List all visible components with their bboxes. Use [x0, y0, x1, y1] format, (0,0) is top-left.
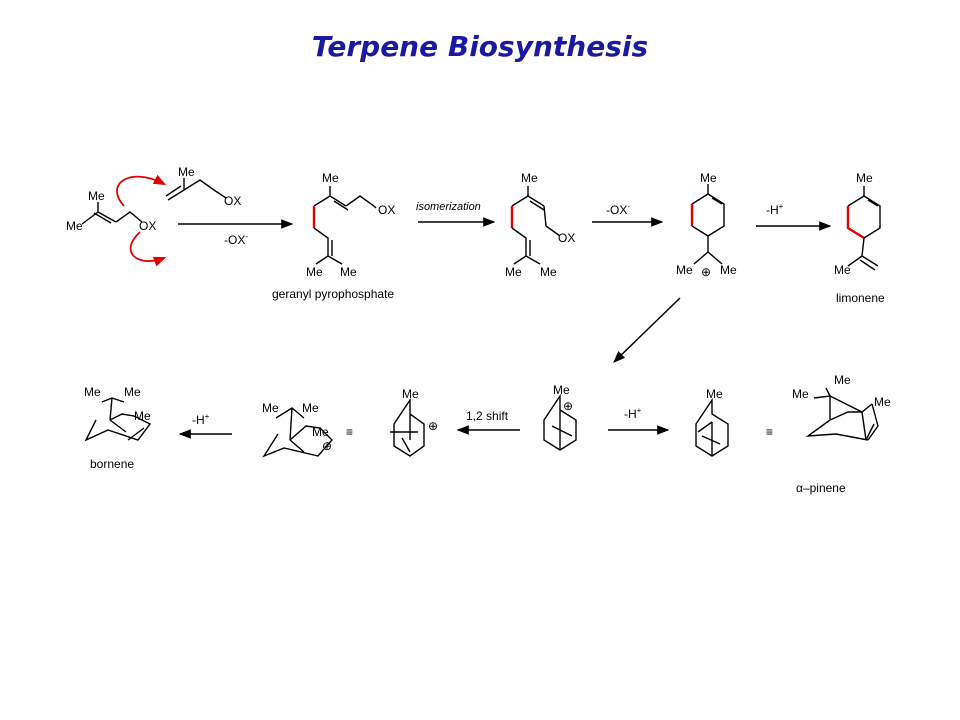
reagent-minus-h-1: -H+ — [766, 202, 784, 217]
neryl-pp-structure: Me OX Me Me — [505, 171, 575, 279]
svg-text:Me: Me — [340, 265, 357, 279]
svg-text:Me: Me — [874, 395, 891, 409]
svg-text:Me: Me — [124, 385, 141, 399]
bornyl-cation-chair-structure: Me ⊕ — [390, 387, 438, 457]
svg-text:Me: Me — [706, 387, 723, 401]
reagent-minus-ox-2: -OX- — [606, 202, 630, 217]
reagent-isomerization: isomerization — [416, 201, 481, 213]
terpinyl-cation-structure: Me Me Me ⊕ — [676, 171, 737, 279]
label-limonene: limonene — [836, 291, 885, 305]
svg-text:⊕: ⊕ — [322, 439, 332, 453]
svg-text:OX: OX — [139, 219, 156, 233]
bornyl-cation-structure: Me Me Me ⊕ — [262, 401, 333, 458]
svg-text:Me: Me — [792, 387, 809, 401]
svg-text:Me: Me — [505, 265, 522, 279]
svg-text:Me: Me — [834, 373, 851, 387]
equiv-sign-2: ≡ — [346, 425, 353, 439]
svg-text:Me: Me — [66, 219, 83, 233]
svg-text:Me: Me — [720, 263, 737, 277]
svg-text:Me: Me — [676, 263, 693, 277]
svg-text:Me: Me — [700, 171, 717, 185]
svg-text:Me: Me — [856, 171, 873, 185]
bornene-structure: Me Me Me — [84, 385, 152, 442]
svg-text:Me: Me — [402, 387, 419, 401]
svg-text:Me: Me — [178, 165, 195, 179]
svg-text:⊕: ⊕ — [563, 399, 573, 413]
svg-text:OX: OX — [224, 194, 241, 208]
svg-text:⊕: ⊕ — [701, 265, 711, 279]
svg-text:Me: Me — [834, 263, 851, 277]
equiv-sign-1: ≡ — [766, 425, 773, 439]
curved-arrow-bottom — [129, 231, 167, 267]
reagent-minus-h-3: -H+ — [192, 412, 210, 427]
svg-text:Me: Me — [84, 385, 101, 399]
label-geranyl: geranyl pyrophosphate — [272, 287, 394, 301]
svg-text:Me: Me — [312, 425, 329, 439]
label-bornene: bornene — [90, 457, 134, 471]
svg-text:Me: Me — [322, 171, 339, 185]
reaction-arrow-down — [613, 297, 681, 363]
pinanyl-cation-structure: Me ⊕ — [543, 383, 577, 451]
reagent-shift: 1,2 shift — [466, 409, 509, 423]
svg-text:OX: OX — [378, 203, 395, 217]
svg-text:Me: Me — [134, 409, 151, 423]
svg-text:Me: Me — [88, 189, 105, 203]
alpha-pinene-bicyclic-structure: Me Me Me — [792, 373, 891, 441]
svg-text:⊕: ⊕ — [428, 419, 438, 433]
reagent-minus-h-2: -H+ — [624, 406, 642, 421]
svg-text:Me: Me — [553, 383, 570, 397]
reagent-minus-ox-1: -OX- — [224, 232, 248, 247]
curved-arrow-top — [116, 174, 167, 207]
limonene-structure: Me Me — [834, 171, 881, 277]
svg-text:Me: Me — [262, 401, 279, 415]
svg-text:Me: Me — [540, 265, 557, 279]
dmapp-structure: Me Me OX — [66, 189, 156, 233]
svg-text:Me: Me — [306, 265, 323, 279]
ipp-structure: Me OX — [165, 165, 241, 208]
svg-text:OX: OX — [558, 231, 575, 245]
label-alpha-pinene: α–pinene — [796, 481, 846, 495]
page-title: Terpene Biosynthesis — [312, 30, 648, 63]
geranyl-pp-structure: Me OX Me Me — [306, 171, 395, 279]
alpha-pinene-chair-structure: Me — [695, 387, 729, 457]
svg-text:Me: Me — [302, 401, 319, 415]
svg-text:Me: Me — [521, 171, 538, 185]
